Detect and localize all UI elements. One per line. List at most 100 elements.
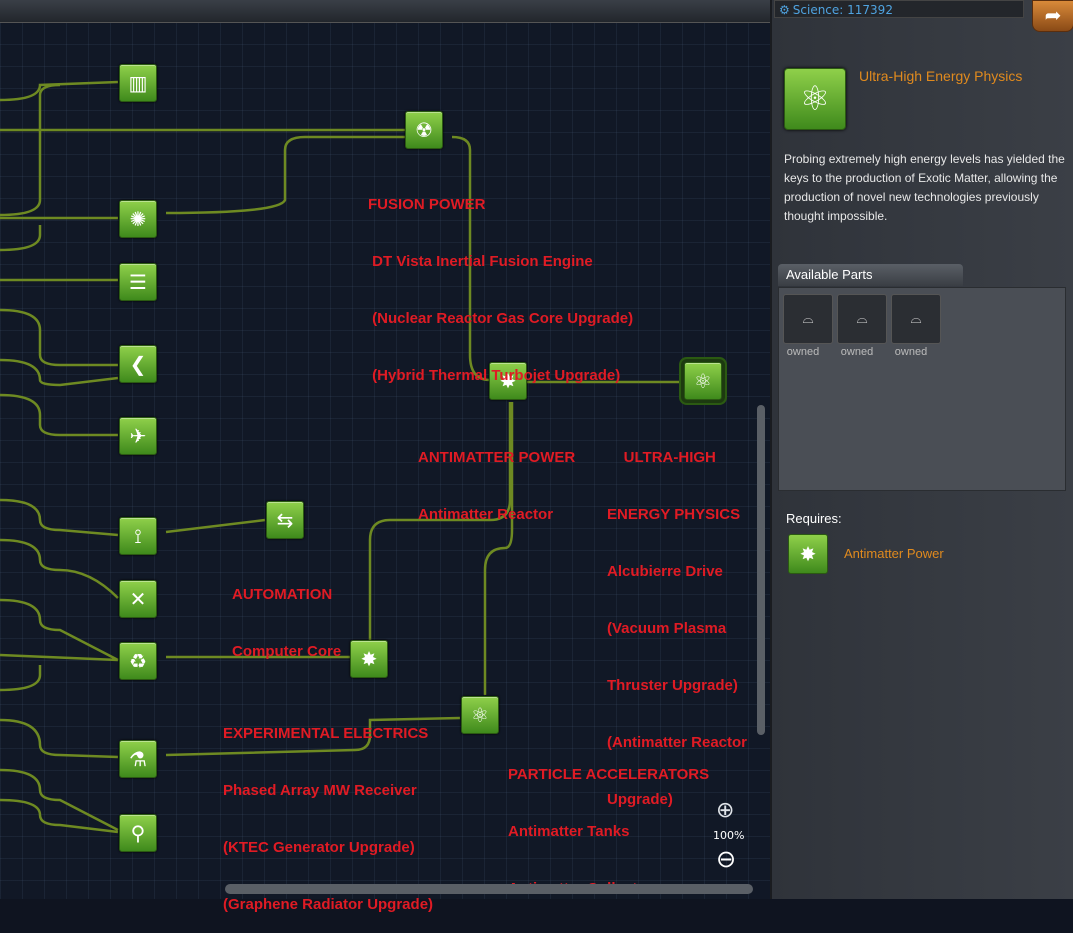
aircraft-icon: ✈ — [129, 424, 147, 448]
particle-icon: ⚛ — [471, 703, 489, 727]
label-fusion-power: FUSION POWER DT Vista Inertial Fusion En… — [368, 157, 633, 404]
exit-button[interactable]: ➦ — [1032, 0, 1073, 32]
link-line — [0, 653, 119, 662]
dish-icon: ⟟ — [134, 524, 142, 548]
tech-node-network[interactable]: ✺ — [119, 200, 157, 238]
tech-node-ultra-high-energy-physics[interactable]: ⚛ — [681, 359, 725, 403]
part-slot[interactable]: ⌓ — [891, 294, 941, 344]
recycle-icon: ♻ — [129, 649, 147, 673]
part-slot[interactable]: ⌓ — [837, 294, 887, 344]
label-line: Antimatter Reactor — [418, 506, 554, 523]
tech-node-aircraft[interactable]: ✈ — [119, 417, 157, 455]
part-status: owned — [894, 346, 928, 358]
link-line — [0, 80, 119, 102]
zoom-in-icon[interactable]: ⊕ — [716, 798, 735, 823]
science-value: Science: 117392 — [792, 3, 893, 17]
label-line: EXPERIMENTAL ELECTRICS — [223, 725, 429, 742]
selected-tech-icon: ⚛ — [784, 68, 846, 130]
tech-node-nozzle[interactable]: ❮ — [119, 345, 157, 383]
link-line — [0, 718, 119, 759]
link-line — [0, 393, 118, 437]
tech-node-crossed-tools[interactable]: ✕ — [119, 580, 157, 618]
label-line: ANTIMATTER POWER — [418, 449, 576, 466]
tech-description: Probing extremely high energy levels has… — [784, 152, 1065, 223]
zoom-out-icon[interactable]: ⊖ — [716, 845, 737, 873]
label-line: ULTRA-HIGH — [607, 449, 716, 466]
exit-icon: ➦ — [1044, 3, 1062, 27]
tech-node-particle-accelerators[interactable]: ⚛ — [461, 696, 499, 734]
ultra-physics-icon: ⚛ — [694, 369, 712, 393]
label-line: (Nuclear Reactor Gas Core Upgrade) — [368, 310, 634, 327]
part-slot[interactable]: ⌓ — [783, 294, 833, 344]
available-parts-list: ⌓ owned ⌓ owned ⌓ owned — [778, 287, 1066, 491]
horizontal-scrollbar[interactable] — [225, 884, 753, 894]
probe-icon: ⚲ — [130, 821, 146, 845]
link-line — [0, 665, 42, 692]
link-line — [451, 135, 491, 382]
label-line: (KTEC Generator Upgrade) — [223, 839, 415, 856]
link-line — [483, 402, 514, 695]
tree-top-bar — [0, 0, 770, 23]
label-line: (Hybrid Thermal Turbojet Upgrade) — [368, 367, 621, 384]
tech-info-panel: ⚙Science: 117392 ➦ ⚛ Ultra-High Energy P… — [770, 0, 1073, 899]
network-icon: ✺ — [129, 207, 147, 231]
part-icon: ⌓ — [910, 311, 922, 327]
science-display: ⚙Science: 117392 — [774, 0, 1024, 18]
link-line — [0, 308, 118, 367]
crossed-tools-icon: ✕ — [129, 587, 147, 611]
science-icon: ⚙ — [779, 3, 790, 17]
label-line: DT Vista Inertial Fusion Engine — [368, 253, 593, 270]
label-line: Thruster Upgrade) — [607, 677, 738, 694]
label-line: ENERGY PHYSICS — [607, 506, 741, 523]
available-parts-tab[interactable]: Available Parts — [778, 264, 963, 286]
tech-node-probe[interactable]: ⚲ — [119, 814, 157, 852]
plates-icon: ☰ — [129, 270, 147, 294]
link-line — [0, 538, 119, 599]
required-tech-icon[interactable]: ✸ — [788, 534, 828, 574]
label-antimatter-power: ANTIMATTER POWER Antimatter Reactor — [418, 410, 575, 543]
tech-node-flask[interactable]: ⚗ — [119, 740, 157, 778]
link-line — [0, 83, 61, 217]
tech-node-recycle[interactable]: ♻ — [119, 642, 157, 680]
link-line — [0, 225, 42, 252]
required-tech-name[interactable]: Antimatter Power — [844, 546, 944, 561]
part-icon: ⌓ — [802, 311, 814, 327]
label-experimental-electrics: EXPERIMENTAL ELECTRICS Phased Array MW R… — [223, 686, 433, 933]
automation-icon: ⇆ — [276, 508, 294, 532]
label-line: Phased Array MW Receiver — [223, 782, 417, 799]
link-line — [165, 716, 461, 757]
link-line — [0, 498, 119, 537]
tech-node-antimatter-power[interactable]: ✸ — [489, 362, 527, 400]
zoom-level: 100% — [713, 829, 745, 842]
link-line — [0, 598, 119, 662]
tech-node-experimental-electrics[interactable]: ✸ — [350, 640, 388, 678]
link-line — [0, 768, 119, 832]
label-line: (Graphene Radiator Upgrade) — [223, 896, 434, 913]
link-line — [165, 135, 405, 215]
label-line: AUTOMATION — [232, 586, 333, 603]
label-line: Upgrade) — [607, 791, 673, 808]
tower-icon: ▥ — [128, 71, 148, 95]
tech-node-plates[interactable]: ☰ — [119, 263, 157, 301]
label-line: (Vacuum Plasma — [607, 620, 727, 637]
link-line — [0, 798, 119, 834]
tech-node-tower[interactable]: ▥ — [119, 64, 157, 102]
label-line: Computer Core — [232, 643, 342, 660]
label-line: (Antimatter Reactor — [607, 734, 748, 751]
link-line — [165, 518, 266, 534]
electrics-icon: ✸ — [360, 647, 378, 671]
vertical-scrollbar[interactable] — [757, 405, 765, 735]
label-automation: AUTOMATION Computer Core — [232, 547, 341, 680]
link-line — [368, 402, 512, 640]
flask-icon: ⚗ — [129, 747, 147, 771]
tech-node-automation[interactable]: ⇆ — [266, 501, 304, 539]
antimatter-icon: ✸ — [499, 369, 517, 393]
part-icon: ⌓ — [856, 311, 868, 327]
requires-label: Requires: — [786, 511, 842, 526]
tech-title: Ultra-High Energy Physics — [859, 68, 1023, 84]
part-status: owned — [840, 346, 874, 358]
label-line: Antimatter Tanks — [508, 823, 630, 840]
part-status: owned — [786, 346, 820, 358]
tech-node-dish[interactable]: ⟟ — [119, 517, 157, 555]
tech-node-fusion-power[interactable]: ☢ — [405, 111, 443, 149]
